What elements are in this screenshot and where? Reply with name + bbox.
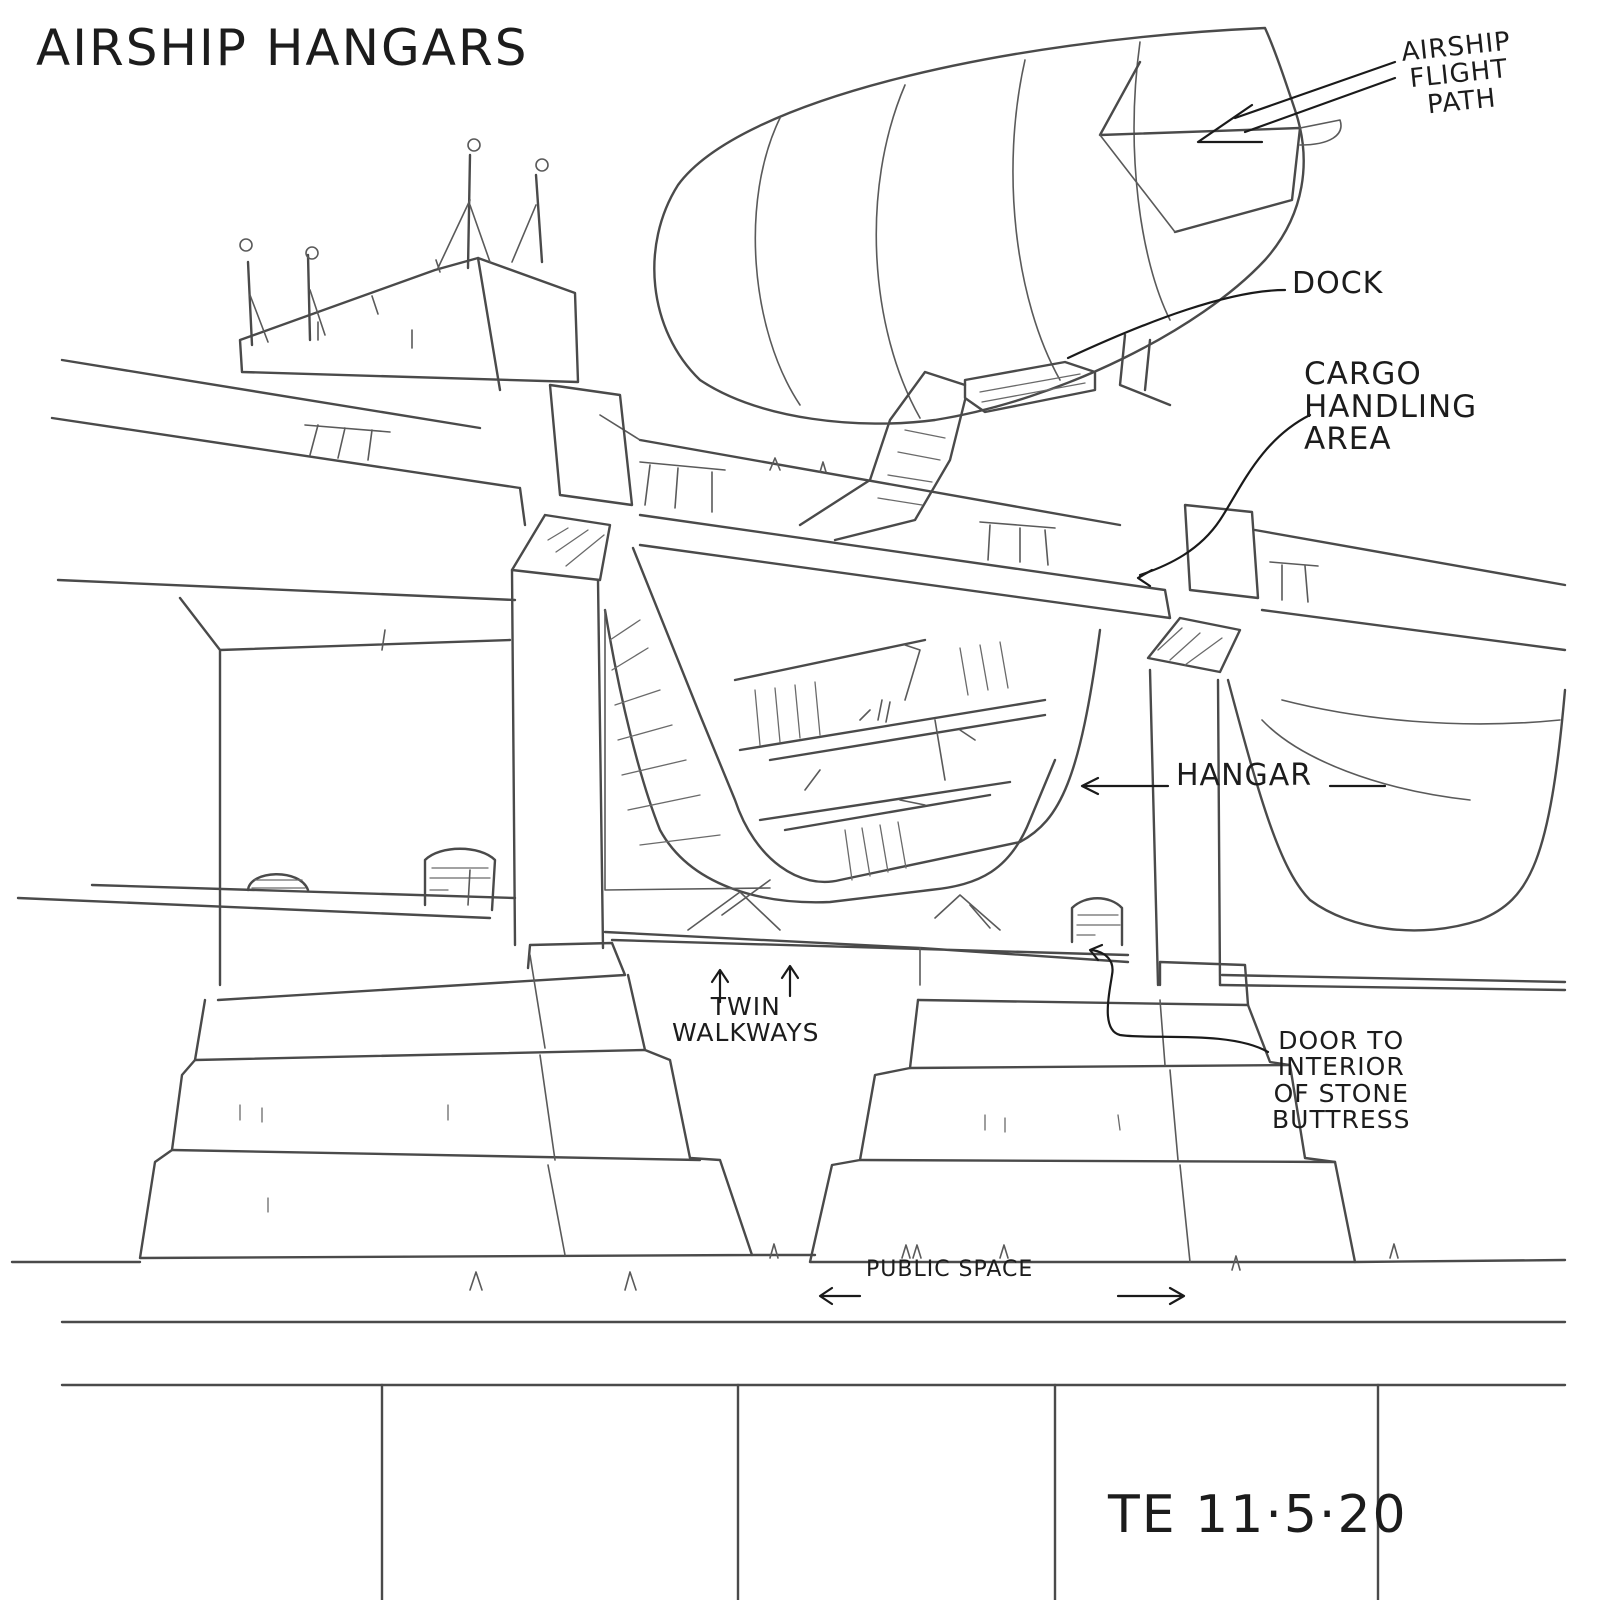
walkway-arrow-1 bbox=[710, 968, 730, 1004]
ground bbox=[10, 457, 1567, 1600]
cargo-leader bbox=[1138, 413, 1312, 577]
walkway-arrow-2 bbox=[780, 964, 800, 998]
airship bbox=[653, 26, 1342, 425]
public-arrow-right bbox=[1116, 1286, 1186, 1306]
label-twin-walkways: TWIN WALKWAYS bbox=[672, 992, 820, 1048]
hangar-leader bbox=[1080, 776, 1170, 796]
left-pillar bbox=[16, 383, 634, 987]
beams bbox=[50, 358, 1567, 652]
label-cargo-handling-area: CARGO HANDLING AREA bbox=[1304, 356, 1478, 458]
label-hangar: HANGAR bbox=[1176, 758, 1313, 793]
annotation-leaders bbox=[710, 288, 1387, 1306]
right-buttress bbox=[808, 960, 1357, 1264]
label-dock: DOCK bbox=[1292, 266, 1384, 301]
flight-path-arrow bbox=[1196, 60, 1397, 144]
artist-signature: TE 11·5·20 bbox=[1108, 1485, 1408, 1545]
dock-structure bbox=[238, 138, 1172, 542]
dock-leader bbox=[1066, 288, 1287, 360]
label-airship-flight-path: AIRSHIP FLIGHT PATH bbox=[1399, 26, 1513, 120]
left-buttress bbox=[138, 941, 754, 1260]
page-title: AIRSHIP HANGARS bbox=[36, 19, 529, 77]
door-leader bbox=[1090, 948, 1270, 1054]
label-public-space: PUBLIC SPACE bbox=[866, 1257, 1034, 1282]
right-pillar bbox=[1070, 503, 1567, 992]
public-arrow-left bbox=[818, 1286, 862, 1306]
twin-walkways bbox=[603, 930, 1130, 986]
label-door-to-interior: DOOR TO INTERIOR OF STONE BUTTRESS bbox=[1272, 1026, 1411, 1134]
center-hangar bbox=[603, 546, 1102, 931]
